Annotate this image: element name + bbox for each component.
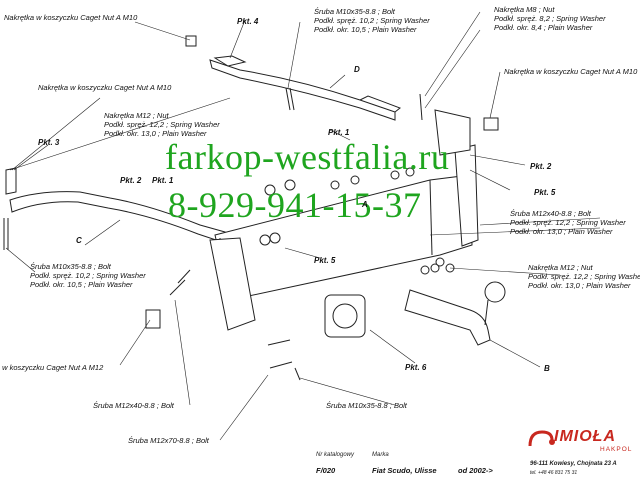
- label-bolt-m12x70-bottom: Śruba M12x70-8.8 ; Bolt: [128, 436, 209, 445]
- label-nut-r12-2: Podkł. spręż. 12,2 ; Spring Washer: [528, 272, 640, 281]
- watermark-site: farkop-westfalia.ru: [165, 137, 450, 177]
- footer-brand-label: Marka: [372, 452, 389, 458]
- letter-c: C: [76, 236, 82, 245]
- label-bolt-r12-2: Podkł. spręż. 12,2 ; Spring Washer: [510, 218, 626, 227]
- pkt-2-left: Pkt. 2: [120, 176, 142, 185]
- label-nut-m8-1: Nakrętka M8 ; Nut: [494, 5, 555, 14]
- part-b-ballmount: [404, 281, 506, 346]
- label-bolt-r12-3: Podkł. okr. 13,0 ; Plain Washer: [510, 227, 613, 236]
- pkt-5-right: Pkt. 5: [534, 188, 556, 197]
- hook-logo-icon: [528, 430, 555, 447]
- socket-plate: [324, 294, 366, 338]
- bolts-left: [3, 218, 301, 381]
- label-nut-m12l-2: Podkł. spręż. 12,2 ; Spring Washer: [104, 120, 220, 129]
- label-nut-m12l-1: Nakrętka M12 ; Nut: [104, 111, 169, 120]
- footer-catalog-value: F/020: [316, 466, 336, 475]
- footer-address: 96-111 Kowiesy, Chojnata 23 A: [530, 461, 617, 467]
- pkt-2-right: Pkt. 2: [530, 162, 552, 171]
- label-bolt-left-3: Podkł. okr. 10,5 ; Plain Washer: [30, 280, 133, 289]
- bolts-top: [185, 35, 499, 131]
- label-nut-m12l-3: Podkł. okr. 13,0 ; Plain Washer: [104, 129, 207, 138]
- main-crossbar: [209, 109, 479, 331]
- company-sub: HAKPOL: [600, 446, 633, 453]
- label-bolt-top-2: Podkł. spręż. 10,2 ; Spring Washer: [314, 16, 430, 25]
- label-nut-m10-left: Nakrętka w koszyczku Caget Nut A M10: [38, 83, 172, 92]
- label-bolt-left-2: Podkł. spręż. 10,2 ; Spring Washer: [30, 271, 146, 280]
- label-nut-m8-3: Podkł. okr. 8,4 ; Plain Washer: [494, 23, 593, 32]
- letter-b: B: [544, 364, 550, 373]
- label-nut-m10-top: Nakrętka w koszyczku Caget Nut A M10: [4, 13, 138, 22]
- pkt-1-left: Pkt. 1: [152, 176, 174, 185]
- label-bolt-top-3: Podkł. okr. 10,5 ; Plain Washer: [314, 25, 417, 34]
- label-nut-r12-1: Nakrętka M12 ; Nut: [528, 263, 593, 272]
- letter-a: A: [362, 200, 368, 209]
- label-nut-m10-right: Nakrętka w koszyczku Caget Nut A M10: [504, 67, 638, 76]
- label-bolt-top-1: Śruba M10x35-8.8 ; Bolt: [314, 7, 395, 16]
- part-d-arm: [209, 55, 401, 121]
- label-bolt-left-1: Śruba M10x35-8.8 ; Bolt: [30, 262, 111, 271]
- label-bolt-r12-1: Śruba M12x40-8.8 ; Bolt: [510, 209, 591, 218]
- label-nut-m8-2: Podkł. spręż. 8,2 ; Spring Washer: [494, 14, 606, 23]
- label-bolt-m10x35-bottom: Śruba M10x35-8.8 ; Bolt: [326, 401, 407, 410]
- watermark-phone: 8-929-941-15-37: [168, 185, 422, 225]
- footer-catalog-label: Nr katalogowy: [316, 452, 355, 458]
- label-nut-m12-left: Nakrętka w koszyczku Caget Nut A M12: [0, 363, 104, 372]
- pkt-6: Pkt. 6: [405, 363, 427, 372]
- letter-d: D: [354, 65, 360, 74]
- label-nut-r12-3: Podkł. okr. 13,0 ; Plain Washer: [528, 281, 631, 290]
- washers-center: [259, 167, 455, 275]
- pkt-3: Pkt. 3: [38, 138, 60, 147]
- pkt-4: Pkt. 4: [237, 17, 259, 26]
- pkt-5-center: Pkt. 5: [314, 256, 336, 265]
- leader-lines: [5, 11, 601, 441]
- footer-date: od 2002->: [458, 466, 493, 475]
- company-name: IMIOŁA: [554, 428, 616, 445]
- footer-model: Fiat Scudo, Ulisse: [372, 466, 437, 475]
- label-bolt-m12x40-bottom: Śruba M12x40-8.8 ; Bolt: [93, 401, 174, 410]
- company-logo: IMIOŁA HAKPOL: [526, 424, 638, 454]
- pkt-1-center: Pkt. 1: [328, 128, 350, 137]
- footer-phone: tel. +48 46 831 75 31: [530, 470, 578, 476]
